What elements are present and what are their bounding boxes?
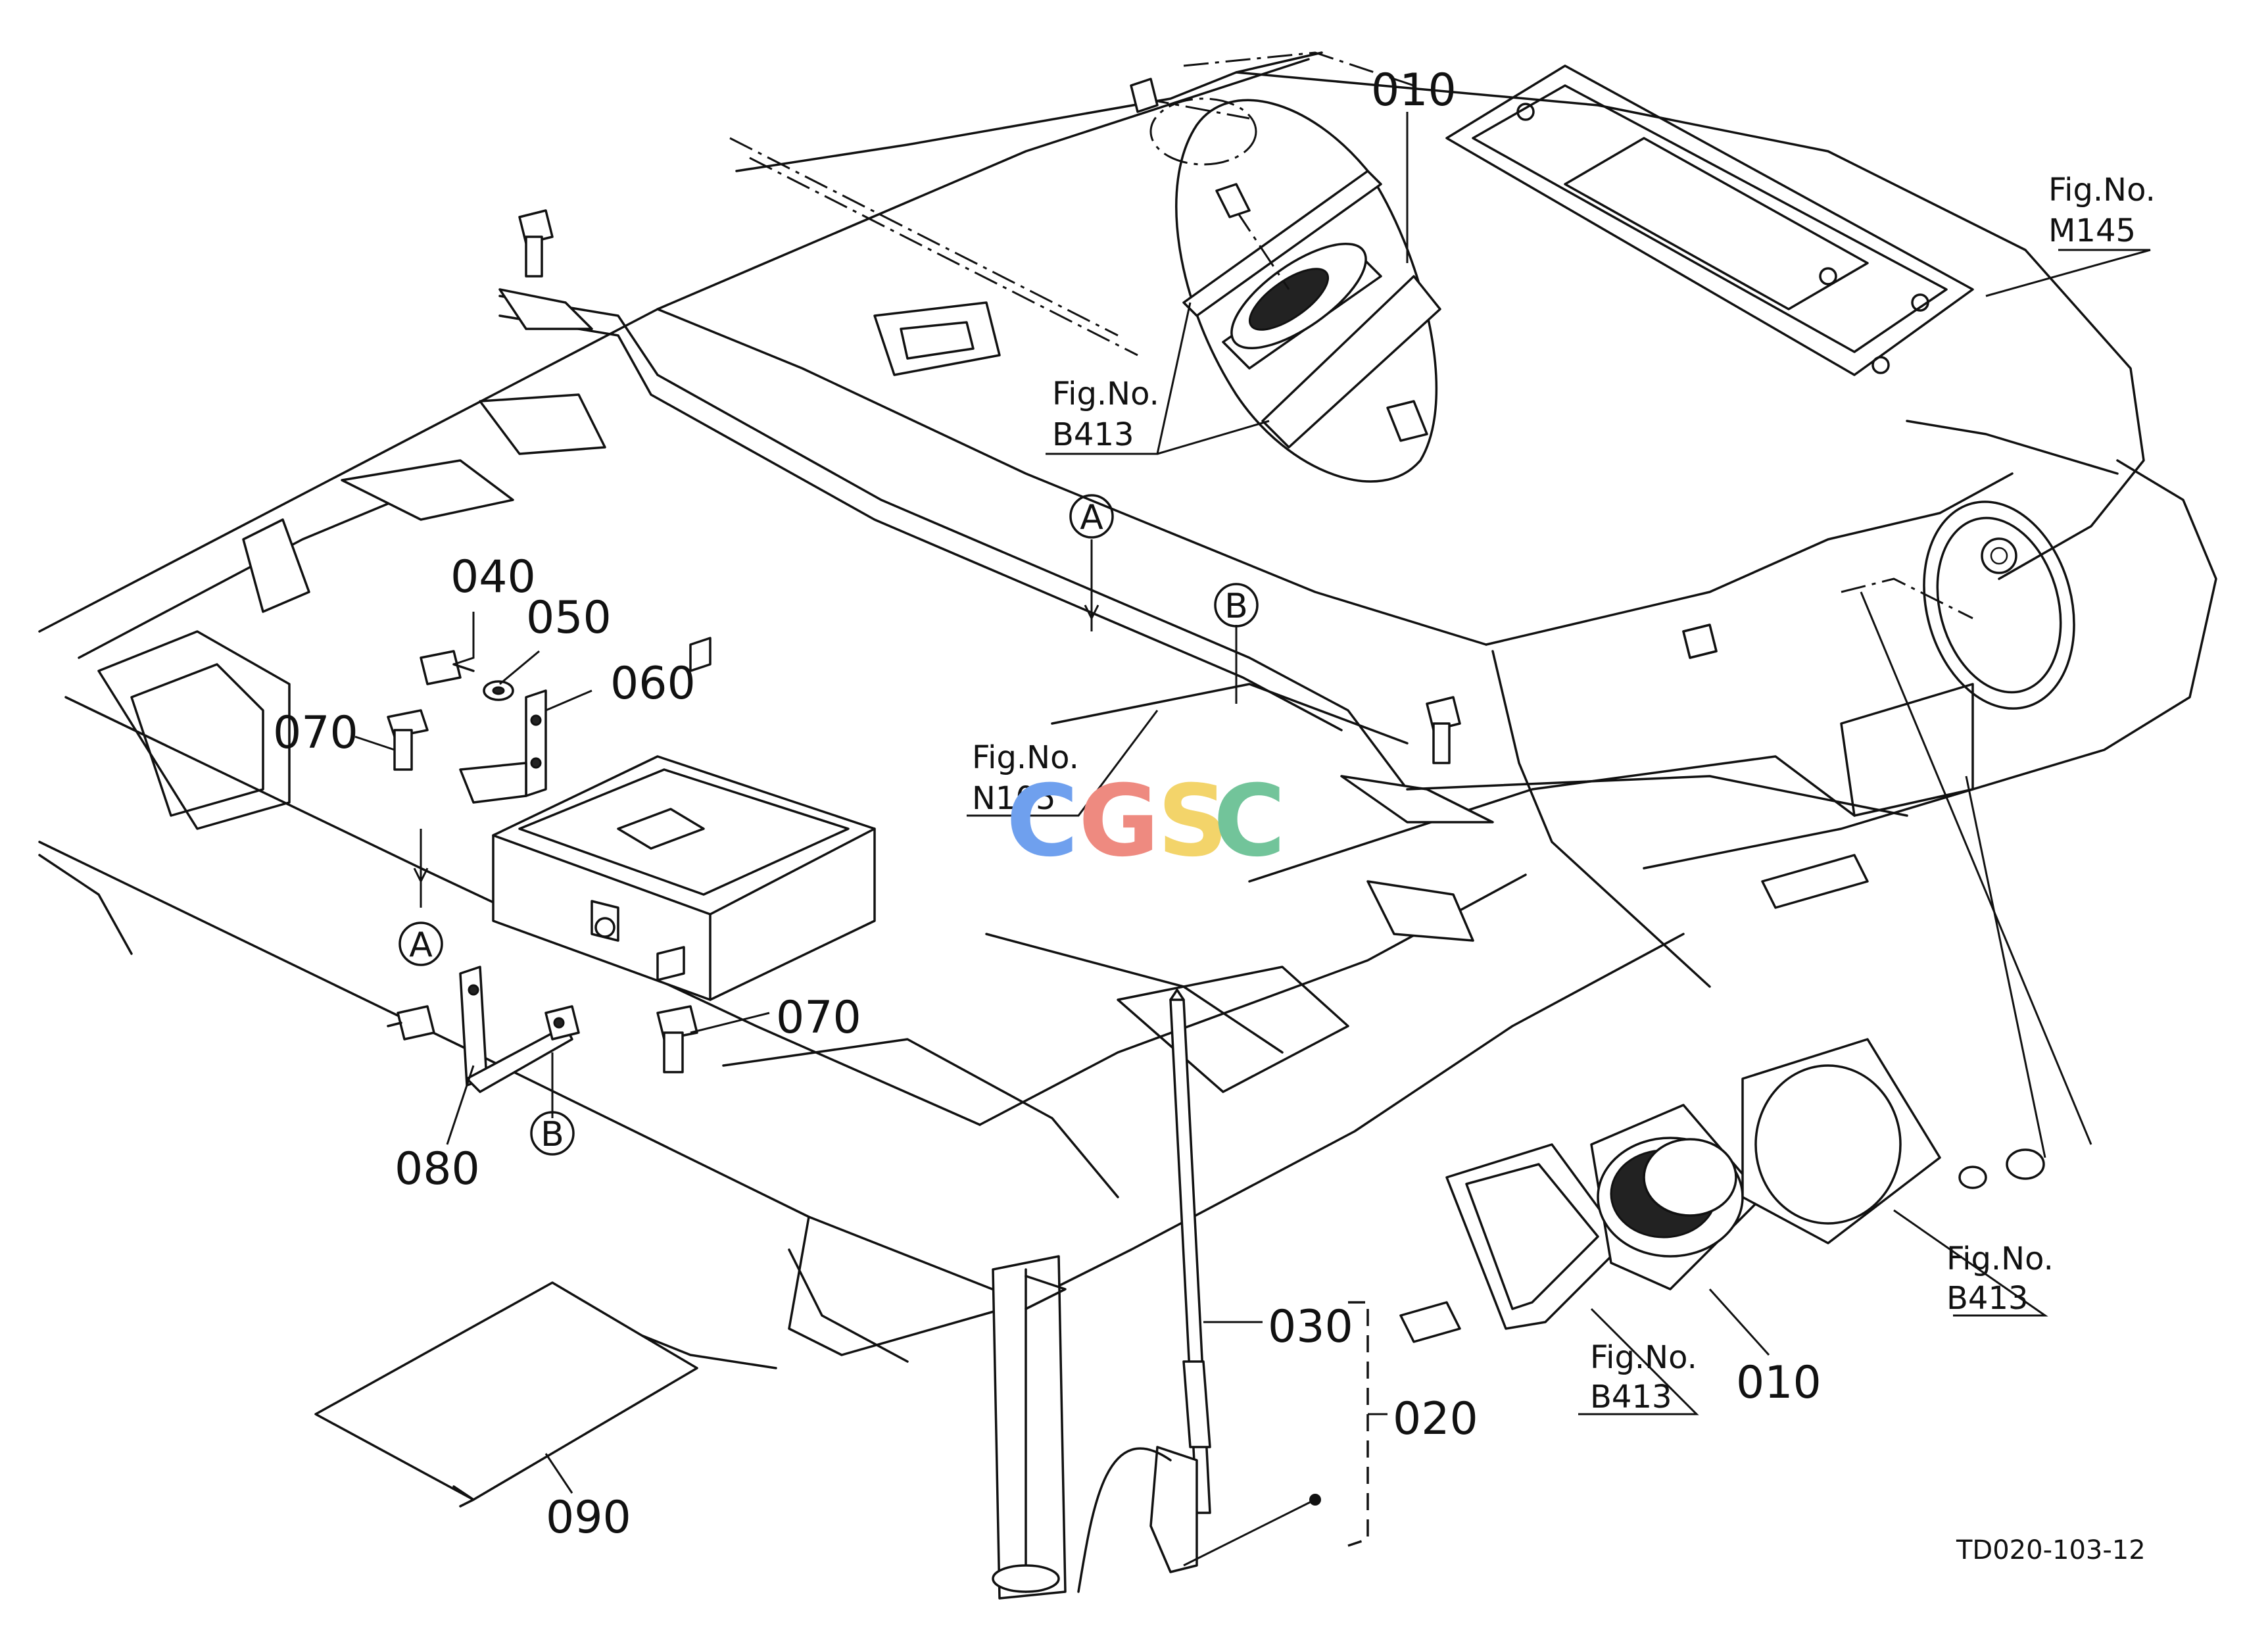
svg-text:Fig.No.: Fig.No. bbox=[972, 739, 1079, 776]
cab-frame-body bbox=[38, 51, 2217, 1369]
speaker-010-bottom bbox=[1399, 1038, 2045, 1343]
leader-lines bbox=[354, 112, 2151, 1567]
svg-text:B: B bbox=[1224, 587, 1248, 626]
label-040: 040 bbox=[450, 551, 536, 603]
svg-text:Fig.No.: Fig.No. bbox=[1590, 1339, 1697, 1376]
svg-text:Fig.No.: Fig.No. bbox=[1946, 1241, 2054, 1277]
svg-text:B: B bbox=[541, 1115, 564, 1154]
top-beam bbox=[242, 288, 1494, 942]
marker-a-top: A bbox=[1069, 494, 1114, 539]
label-090: 090 bbox=[546, 1492, 631, 1544]
bolt-top-right bbox=[1426, 696, 1461, 764]
drawing-code: TD020-103-12 bbox=[1956, 1535, 2146, 1565]
roof-hatch bbox=[1445, 64, 1974, 376]
fig-ref-b413-right: Fig.No. B413 bbox=[1946, 1241, 2054, 1317]
watermark-letter-3: S bbox=[1157, 764, 1228, 879]
bolt-070-mid bbox=[656, 1005, 698, 1073]
svg-text:Fig.No.: Fig.No. bbox=[2048, 172, 2156, 209]
speaker-mount-right bbox=[1841, 501, 2075, 710]
label-020: 020 bbox=[1393, 1393, 1478, 1445]
circled-markers: A B A B bbox=[398, 494, 1259, 1156]
svg-text:N105: N105 bbox=[972, 780, 1056, 817]
label-070-left: 070 bbox=[273, 707, 358, 759]
label-070-mid: 070 bbox=[776, 992, 861, 1044]
svg-text:Fig.No.: Fig.No. bbox=[1052, 376, 1159, 412]
svg-text:A: A bbox=[1080, 498, 1103, 537]
watermark-letter-4: C bbox=[1213, 764, 1286, 879]
fig-ref-m145: Fig.No. M145 bbox=[2048, 172, 2156, 249]
bolt-040 bbox=[420, 650, 475, 685]
fig-ref-b413-bottom: Fig.No. B413 bbox=[1590, 1339, 1697, 1415]
marker-b-left: B bbox=[530, 1111, 575, 1156]
part-labels: 010 040 050 060 070 070 080 090 030 020 … bbox=[273, 64, 1822, 1544]
svg-text:B413: B413 bbox=[1052, 416, 1134, 453]
nut-080 bbox=[387, 1005, 435, 1041]
label-030: 030 bbox=[1268, 1301, 1353, 1353]
label-010-bottom: 010 bbox=[1736, 1357, 1822, 1409]
fig-references: Fig.No. B413 Fig.No. M145 Fig.No. N105 F… bbox=[972, 172, 2156, 1415]
antenna-030 bbox=[1077, 989, 1211, 1593]
phantom-lines bbox=[729, 51, 1414, 356]
svg-text:B413: B413 bbox=[1946, 1280, 2029, 1317]
svg-text:A: A bbox=[409, 925, 433, 965]
cgsc-watermark: C G S C bbox=[1006, 764, 1286, 879]
bolt-top-left bbox=[518, 209, 554, 278]
bracket-080 bbox=[459, 966, 580, 1093]
marker-a-left: A bbox=[398, 922, 443, 966]
watermark-letter-1: C bbox=[1006, 764, 1078, 879]
panel-fittings bbox=[689, 624, 1718, 672]
label-050: 050 bbox=[526, 592, 612, 644]
bracket-060 bbox=[459, 689, 547, 804]
front-pillar bbox=[992, 1255, 1067, 1600]
label-010-top: 010 bbox=[1371, 64, 1457, 116]
watermark-letter-2: G bbox=[1078, 764, 1159, 879]
radio-unit bbox=[492, 755, 876, 1001]
inner-panel-details bbox=[97, 624, 1974, 1093]
marker-b-top: B bbox=[1214, 583, 1259, 627]
washer-050 bbox=[483, 680, 514, 701]
svg-text:B413: B413 bbox=[1590, 1379, 1672, 1415]
fig-ref-n105: Fig.No. N105 bbox=[972, 739, 1079, 817]
svg-text:M145: M145 bbox=[2048, 212, 2136, 249]
group-bracket-020 bbox=[1347, 1301, 1387, 1547]
bolt-070-left bbox=[387, 709, 429, 771]
label-080: 080 bbox=[395, 1143, 480, 1195]
manual-sheet-090 bbox=[314, 1281, 698, 1508]
speaker-010-top bbox=[1130, 78, 1441, 483]
label-060: 060 bbox=[610, 658, 696, 710]
fig-ref-b413-top: Fig.No. B413 bbox=[1052, 376, 1159, 453]
